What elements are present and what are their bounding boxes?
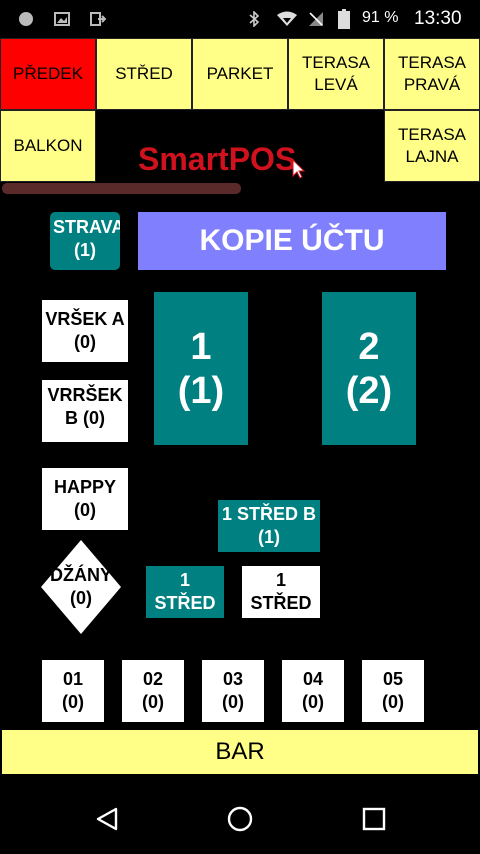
table-happy[interactable]: HAPPY (0) — [42, 468, 128, 530]
tab-balkon[interactable]: BALKON — [0, 110, 96, 182]
kopie-uctu-button[interactable]: KOPIE ÚČTU — [138, 212, 446, 270]
dzany-label-wrap: DŽÁNY (0) — [41, 540, 121, 634]
table-02[interactable]: 02 (0) — [122, 660, 184, 722]
tab-label: TERASA LAJNA — [397, 125, 467, 166]
table-label: 1 STŘED — [154, 570, 216, 613]
table-label: VRRŠEK B (0) — [47, 385, 123, 428]
horizontal-scrollbar[interactable] — [2, 183, 241, 194]
tab-terasa-lajna[interactable]: TERASA LAJNA — [384, 110, 480, 182]
table-label: HAPPY (0) — [53, 477, 116, 520]
strava-button[interactable]: STRAVA (1) — [50, 212, 120, 270]
table-label: 02 (0) — [142, 669, 164, 712]
table-label: 04 (0) — [302, 669, 324, 712]
tab-label: STŘED — [115, 64, 173, 83]
table-label: 2 (2) — [345, 325, 393, 412]
table-label: 1 STŘED B (1) — [221, 504, 317, 547]
status-bar: 91 % 13:30 — [0, 0, 480, 38]
table-label: VRŠEK A (0) — [45, 309, 125, 352]
bluetooth-icon — [249, 11, 260, 27]
table-label: 03 (0) — [222, 669, 244, 712]
table-label: DŽÁNY (0) — [50, 565, 112, 608]
smartpos-logo: SmartPOS — [138, 141, 306, 179]
cast-icon — [90, 12, 106, 26]
kopie-uctu-label: KOPIE ÚČTU — [199, 224, 385, 257]
clock: 13:30 — [414, 8, 462, 29]
bar-label: BAR — [215, 738, 265, 765]
table-vrsek-a[interactable]: VRŠEK A (0) — [42, 300, 128, 362]
tab-label: PŘEDEK — [13, 64, 83, 83]
navigation-bar — [0, 782, 480, 854]
tab-label: TERASA LEVÁ — [301, 53, 371, 94]
no-signal-icon — [309, 12, 323, 26]
tab-predek[interactable]: PŘEDEK — [0, 38, 96, 110]
table-1[interactable]: 1 (1) — [154, 292, 248, 445]
battery-icon — [338, 9, 350, 29]
diamond-shape — [41, 540, 121, 634]
table-label: 1 (1) — [177, 325, 225, 412]
table-04[interactable]: 04 (0) — [282, 660, 344, 722]
record-icon — [19, 12, 33, 26]
tab-terasa-leva[interactable]: TERASA LEVÁ — [288, 38, 384, 110]
table-1-stred-teal[interactable]: 1 STŘED — [146, 566, 224, 618]
home-icon[interactable] — [227, 806, 253, 832]
image-icon — [54, 12, 70, 26]
table-label: 05 (0) — [382, 669, 404, 712]
back-icon[interactable] — [94, 806, 120, 832]
tab-terasa-prava[interactable]: TERASA PRAVÁ — [384, 38, 480, 110]
table-03[interactable]: 03 (0) — [202, 660, 264, 722]
table-2[interactable]: 2 (2) — [322, 292, 416, 445]
wifi-icon — [277, 11, 297, 26]
table-dzany[interactable]: DŽÁNY (0) — [41, 540, 121, 634]
battery-percent: 91 % — [362, 9, 399, 26]
table-01[interactable]: 01 (0) — [42, 660, 104, 722]
logo-text: SmartPOS — [138, 141, 296, 177]
strava-label: STRAVA (1) — [53, 217, 120, 260]
table-label: 1 STŘED — [250, 570, 312, 613]
tab-label: PARKET — [206, 64, 274, 83]
table-label: 01 (0) — [62, 669, 84, 712]
recents-icon[interactable] — [362, 807, 386, 831]
table-05[interactable]: 05 (0) — [362, 660, 424, 722]
table-1-stred-white[interactable]: 1 STŘED — [242, 566, 320, 618]
table-1-stred-b[interactable]: 1 STŘED B (1) — [218, 500, 320, 552]
table-vrrsek-b[interactable]: VRRŠEK B (0) — [42, 380, 128, 442]
bar-button[interactable]: BAR — [2, 730, 478, 774]
tab-stred[interactable]: STŘED — [96, 38, 192, 110]
tab-label: BALKON — [13, 136, 83, 155]
tab-label: TERASA PRAVÁ — [397, 53, 467, 94]
tab-parket[interactable]: PARKET — [192, 38, 288, 110]
cursor-icon — [292, 158, 306, 179]
